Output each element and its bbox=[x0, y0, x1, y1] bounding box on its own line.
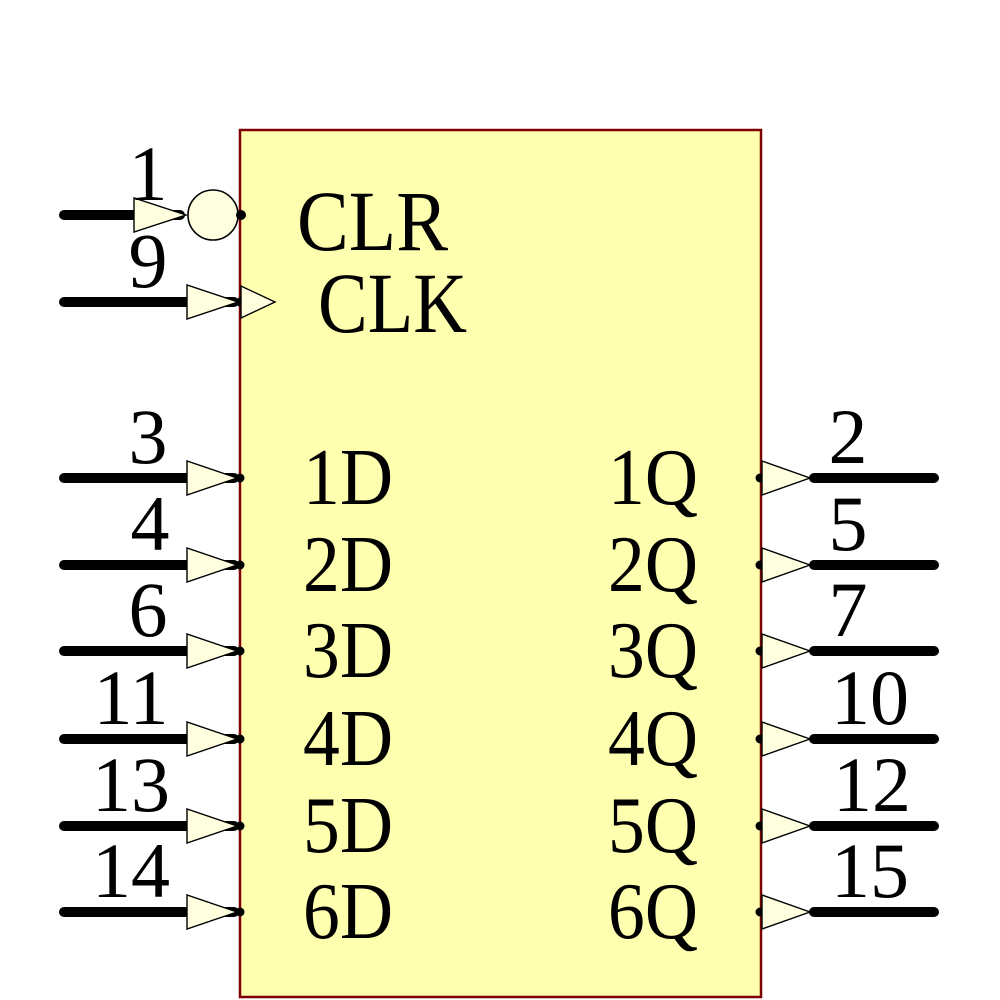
output-label-4q: 4Q bbox=[608, 695, 698, 783]
clock-edge-icon bbox=[240, 284, 277, 320]
pin-number: 7 bbox=[829, 566, 868, 653]
pin-number: 12 bbox=[833, 741, 911, 828]
pin-arrow-icon bbox=[186, 808, 240, 844]
pin-arrow-icon bbox=[186, 633, 240, 669]
pin-pad bbox=[236, 210, 246, 220]
inversion-bubble-icon bbox=[187, 189, 239, 241]
pin-arrow-icon bbox=[761, 721, 813, 757]
pin-output-3q: 7 bbox=[755, 566, 939, 669]
pin-number: 10 bbox=[831, 654, 909, 741]
pin-arrow-icon bbox=[761, 894, 813, 930]
input-label-2d: 2D bbox=[303, 521, 393, 609]
pin-arrow-icon bbox=[186, 284, 241, 320]
pin-number: 9 bbox=[129, 217, 168, 304]
pin-arrow-icon bbox=[761, 460, 813, 496]
pin-pad bbox=[235, 646, 245, 656]
pin-input-1d: 3 bbox=[59, 393, 245, 496]
output-label-1q: 1Q bbox=[608, 434, 698, 522]
pin-output-2q: 5 bbox=[755, 480, 939, 583]
ic-body bbox=[238, 128, 763, 999]
output-label-2q: 2Q bbox=[608, 521, 698, 609]
pin-arrow-icon bbox=[761, 808, 813, 844]
input-label-4d: 4D bbox=[303, 695, 393, 783]
pin-input-5d: 13 bbox=[59, 741, 245, 844]
pin-pad bbox=[235, 560, 245, 570]
pin-output-4q: 10 bbox=[755, 654, 939, 757]
pin-input-3d: 6 bbox=[59, 566, 245, 669]
pin-number: 2 bbox=[829, 393, 868, 480]
input-label-6d: 6D bbox=[303, 868, 393, 956]
pin-number: 5 bbox=[829, 480, 868, 567]
clk-label: CLK bbox=[318, 255, 467, 351]
pin-pad bbox=[235, 821, 245, 831]
output-label-3q: 3Q bbox=[608, 607, 698, 695]
pin-pad bbox=[235, 473, 245, 483]
pin-arrow-icon bbox=[186, 894, 240, 930]
pin-arrow-icon bbox=[761, 547, 813, 583]
input-label-3d: 3D bbox=[303, 607, 393, 695]
pin-number: 14 bbox=[92, 827, 170, 914]
pin-input-6d: 14 bbox=[59, 827, 245, 930]
output-label-6q: 6Q bbox=[608, 868, 698, 956]
pin-output-6q: 15 bbox=[755, 827, 939, 930]
pin-arrow-icon bbox=[761, 633, 813, 669]
pin-number: 6 bbox=[129, 566, 168, 653]
pin-output-1q: 2 bbox=[755, 393, 939, 496]
clr-label: CLR bbox=[297, 173, 449, 269]
input-label-1d: 1D bbox=[303, 434, 393, 522]
pin-number: 11 bbox=[93, 654, 168, 741]
pin-number: 15 bbox=[831, 827, 909, 914]
pin-arrow-icon bbox=[186, 721, 240, 757]
pin-arrow-icon bbox=[186, 460, 240, 496]
pin-clock: 9 bbox=[59, 217, 277, 320]
pin-input-4d: 11 bbox=[59, 654, 245, 757]
pin-arrow-icon bbox=[133, 197, 189, 233]
input-label-5d: 5D bbox=[303, 782, 393, 870]
pin-clear: 1 bbox=[59, 130, 246, 241]
pin-input-2d: 4 bbox=[59, 480, 245, 583]
pin-number: 13 bbox=[92, 741, 170, 828]
pin-arrow-icon bbox=[186, 547, 240, 583]
pin-pad bbox=[235, 734, 245, 744]
pin-number: 1 bbox=[129, 130, 168, 217]
pin-number: 3 bbox=[129, 393, 168, 480]
pin-number: 4 bbox=[131, 480, 170, 567]
pin-output-5q: 12 bbox=[755, 741, 939, 844]
output-label-5q: 5Q bbox=[608, 782, 698, 870]
pin-pad bbox=[235, 907, 245, 917]
